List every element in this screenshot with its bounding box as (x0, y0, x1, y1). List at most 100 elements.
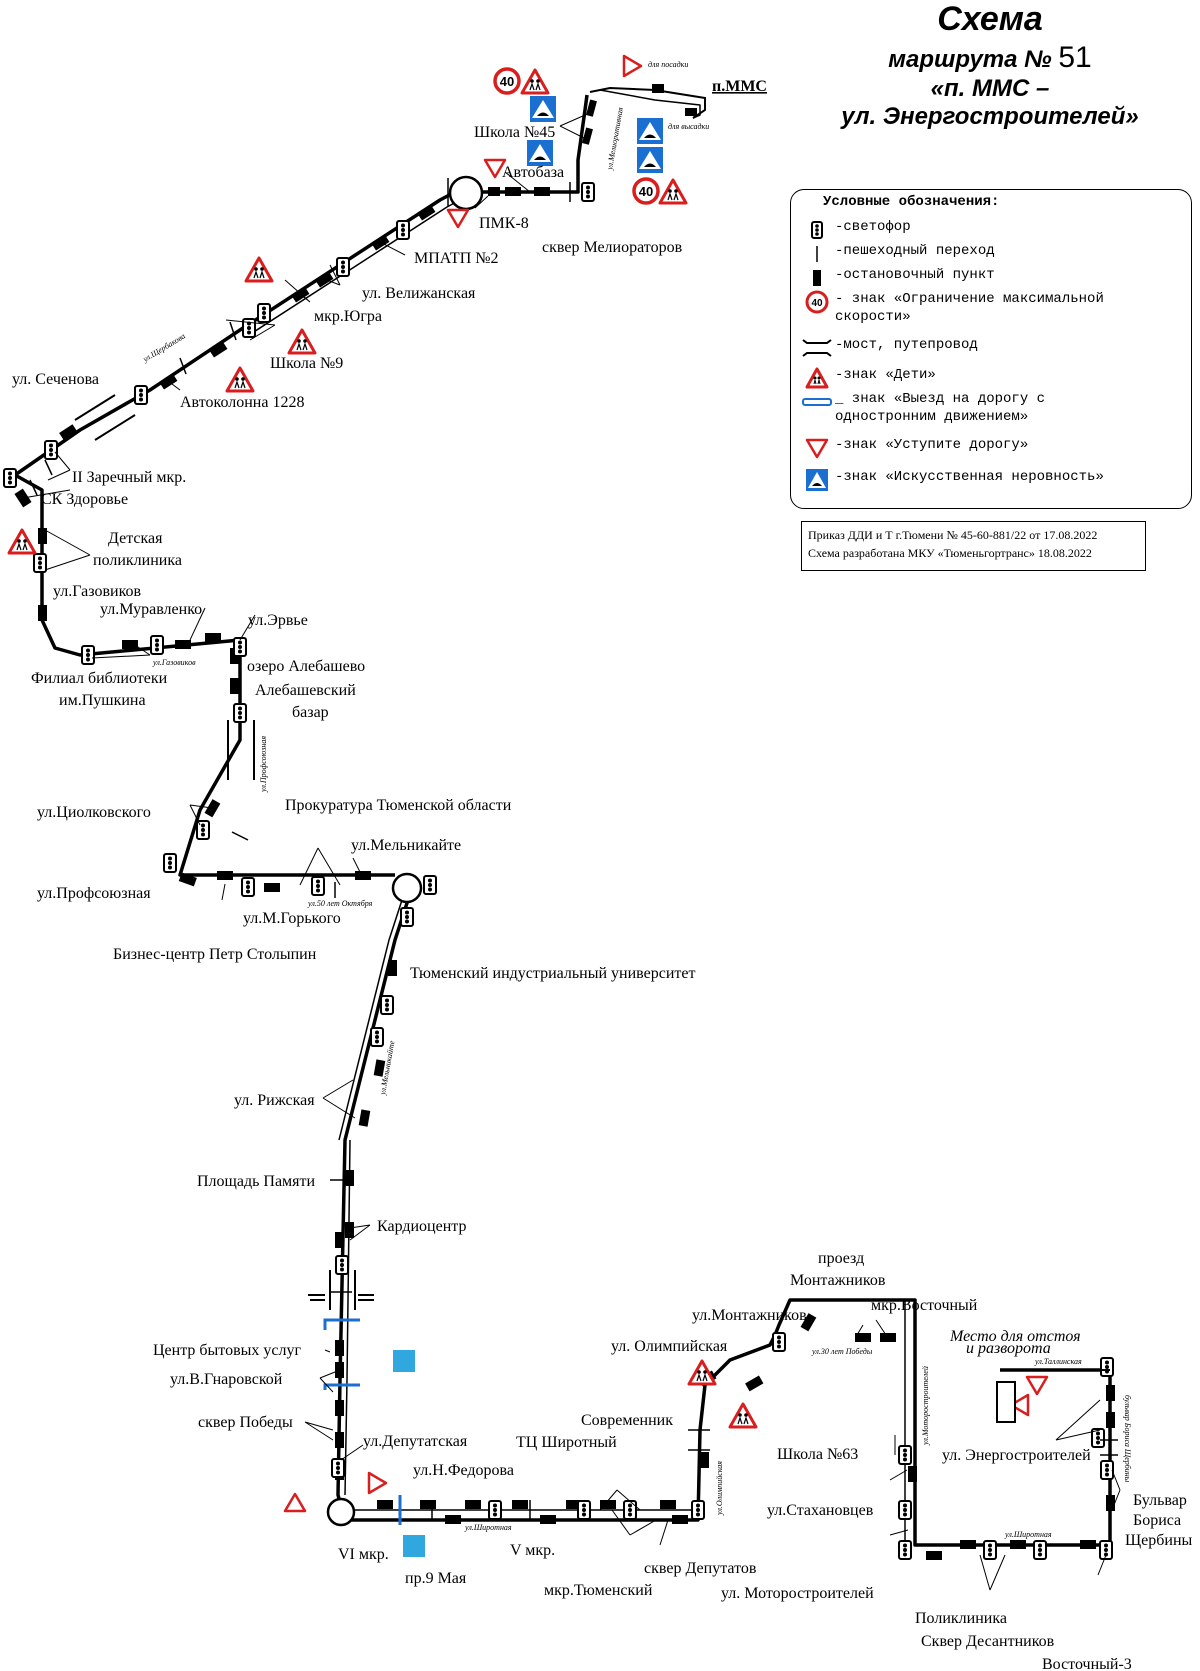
label-school63: Школа №63 (777, 1446, 858, 1463)
caption-gazovikov: ул.Газовиков (152, 658, 196, 667)
legend-text-bus-stop: -остановочный пункт (835, 267, 995, 283)
bridge-icon (802, 339, 832, 357)
label-mpatp2: МПАТП №2 (414, 250, 499, 267)
legend-text-crosswalk: -пешеходный переход (835, 243, 995, 259)
label-bulvar1: Бульвар (1133, 1492, 1187, 1509)
legend-row-children: -знак «Дети» (799, 366, 936, 390)
caption-tallinskaya: ул.Таллинская (1034, 1357, 1082, 1366)
label-bytovyh: Центр бытовых услуг (153, 1342, 301, 1359)
label-otstoy1: Место для отстоя (949, 1328, 1081, 1345)
label-vostochny3: Восточный-3 (1042, 1656, 1132, 1671)
yield-sign-icon (805, 438, 829, 459)
label-otstoy2: и разворота (966, 1340, 1051, 1357)
legend-row-bus-stop: -остановочный пункт (799, 266, 995, 290)
children-sign-icon (805, 367, 829, 389)
caption-olimpiyskaya: ул.Олимпийская (715, 1461, 724, 1516)
title-line1: Схема (937, 0, 1043, 38)
label-motorostroiteley: ул. Моторостроителей (721, 1585, 874, 1602)
title-route-prefix: маршрута № (888, 46, 1052, 73)
label-filial2: им.Пушкина (59, 692, 146, 709)
street-captions: ул.Мелиоративная ул.Щербакова ул.Газовик… (141, 106, 1132, 1539)
label-skver-melior: сквер Мелиораторов (542, 239, 683, 256)
label-tc-shirotny: ТЦ Широтный (516, 1434, 617, 1451)
legend-text-traffic-light: -светофор (835, 219, 911, 235)
order-line1: Приказ ДДИ и Т г.Тюмени № 45-60-881/22 о… (808, 528, 1098, 542)
label-rizhskaya: ул. Рижская (234, 1092, 315, 1109)
label-energostroiteley: ул. Энергостроителей (942, 1447, 1091, 1464)
label-sovremennik: Современник (581, 1412, 673, 1429)
label-bazar2: базар (292, 704, 329, 721)
caption-30pobedy: ул.30 лет Победы (811, 1347, 873, 1356)
legend-row-crosswalk: -пешеходный переход (799, 242, 995, 266)
traffic-light-icon (811, 221, 823, 239)
label-vostochny: мкр.Восточный (871, 1297, 978, 1314)
yield-signs (283, 54, 1049, 1513)
crosswalks (29, 178, 1118, 1520)
legend-row-yield: -знак «Уступите дорогу» (799, 436, 1028, 460)
label-poliklinika: Поликлиника (915, 1610, 1007, 1627)
label-v-mkr: V мкр. (510, 1542, 555, 1559)
pedestrian-sign-2 (403, 1535, 425, 1557)
crosswalk-icon (816, 246, 818, 262)
label-gazovikov: ул.Газовиков (53, 583, 142, 600)
label-gnarovskoy: ул.В.Гнаровской (170, 1371, 283, 1388)
title-line3: «п. ММС – (930, 75, 1050, 102)
speed-limit-icon: 40 (805, 290, 829, 314)
leader-lines (22, 111, 1121, 1591)
one-way-exits (323, 1318, 402, 1525)
caption-meliorativnaya: ул.Мелиоративная (605, 106, 625, 171)
label-filial1: Филиал библиотеки (31, 670, 168, 687)
label-alebashevo: озеро Алебашево (247, 658, 365, 675)
legend-row-oneway: _ знак «Выезд на дорогу с одностронним д… (799, 390, 1115, 426)
roundabout-melnikayte (391, 872, 423, 904)
speed-bump-signs (393, 96, 663, 1557)
caption-oktyabrya: ул.50 лет Октября (307, 899, 373, 908)
legend-text-oneway: _ знак «Выезд на дорогу с одностронним д… (835, 391, 1046, 425)
caption-motorostr: ул.Моторостроителей (921, 1366, 930, 1446)
legend-row-bridge: -мост, путепровод (799, 336, 978, 360)
label-zarechny: II Заречный мкр. (72, 469, 186, 486)
caption-scherbiny: бульвар Бориса Щербины (1123, 1395, 1132, 1483)
label-pmk8: ПМК-8 (479, 215, 529, 232)
order-line2: Схема разработана МКУ «Тюменьгортранс» 1… (808, 546, 1092, 560)
label-gorkogo: ул.М.Горького (243, 910, 341, 927)
label-proezd2: Монтажников (790, 1272, 886, 1289)
label-kardiocentr: Кардиоцентр (377, 1218, 466, 1235)
label-tyumensky: мкр.Тюменский (544, 1582, 653, 1599)
label-tsiolkovskogo: ул.Циолковского (37, 804, 151, 821)
title-route-number: 51 (1058, 41, 1092, 74)
label-deputatskaya: ул.Депутатская (363, 1433, 468, 1450)
label-prokuratura: Прокуратура Тюменской области (285, 797, 512, 814)
label-bulvar2: Бориса (1133, 1512, 1181, 1529)
label-velizhanskaya: ул. Велижанская (362, 285, 476, 302)
caption-shirotnaya: ул.Широтная (464, 1523, 512, 1532)
roundabout-avtobaza (448, 175, 484, 211)
label-avtokolonna: Автоколонна 1228 (180, 394, 304, 411)
label-skver-pobedy: сквер Победы (198, 1414, 293, 1431)
label-olimpiyskaya: ул. Олимпийская (611, 1338, 728, 1355)
title-line4: ул. Энергостроителей» (841, 103, 1139, 130)
label-avtobaza: Автобаза (502, 164, 564, 181)
order-note: Приказ ДДИ и Т г.Тюмени № 45-60-881/22 о… (801, 521, 1146, 571)
label-poliklinika-d: поликлиника (93, 552, 182, 569)
label-skver-deputatov: сквер Депутатов (644, 1560, 757, 1577)
label-proezd1: проезд (818, 1250, 864, 1267)
label-stahanovtsev: ул.Стахановцев (767, 1502, 874, 1519)
place-labels: п.ММС для посадки для высадки Школа №45 … (12, 60, 1193, 1671)
label-montazhnikov: ул.Монтажников (692, 1307, 807, 1324)
label-detskaya: Детская (108, 530, 163, 547)
label-bazar1: Алебашевский (255, 682, 356, 699)
label-bulvar3: Щербины (1125, 1532, 1193, 1549)
label-melnikayte: ул.Мельникайте (351, 837, 461, 854)
legend-text-yield: -знак «Уступите дорогу» (835, 437, 1029, 453)
legend-row-speed-bump: -знак «Искусственная неровность» (799, 468, 1104, 492)
label-university: Тюменский индустриальный университет (410, 965, 695, 982)
label-muravlenko: ул.Муравленко (100, 601, 202, 618)
pedestrian-sign-1 (393, 1350, 415, 1372)
legend-text-children: -знак «Дети» (835, 367, 936, 383)
legend-text-speed: - знак «Ограничение максимальной скорост… (835, 291, 1104, 325)
legend-text-speed-bump: -знак «Искусственная неровность» (835, 469, 1104, 485)
label-alighting: для высадки (668, 122, 709, 131)
label-stolypin: Бизнес-центр Петр Столыпин (113, 946, 317, 963)
